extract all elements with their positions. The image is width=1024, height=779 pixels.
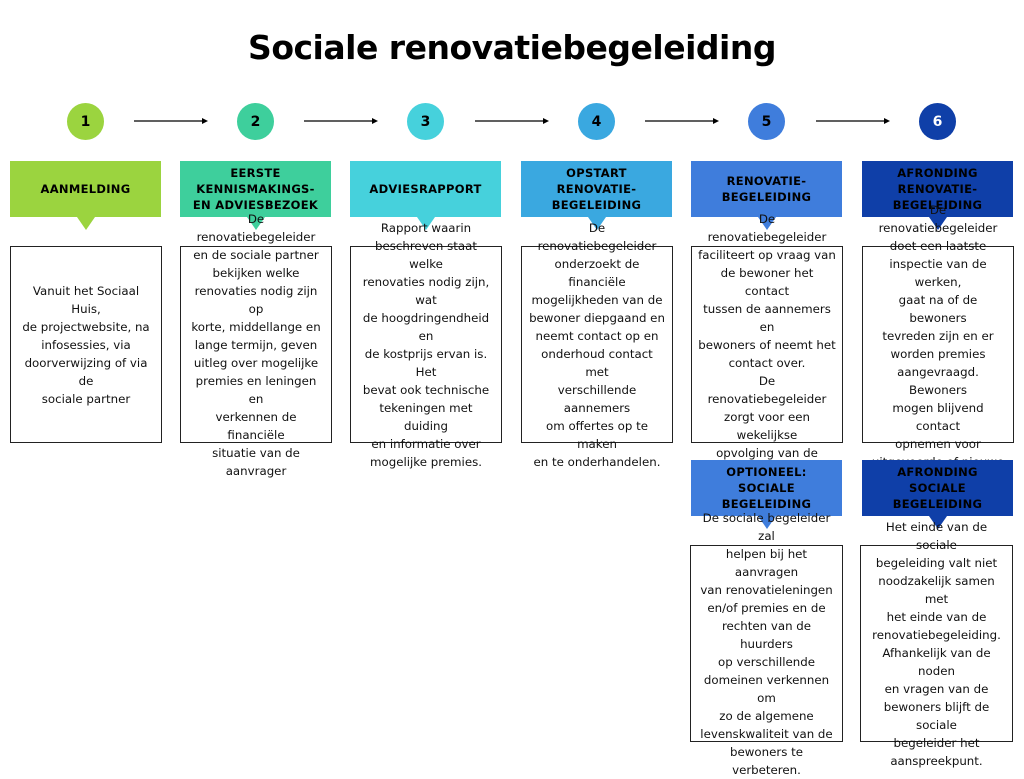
step-number-3: 3: [407, 103, 444, 140]
step-header-6: AFRONDING RENOVATIE- BEGELEIDING: [862, 161, 1013, 230]
step-header-1: AANMELDING: [10, 161, 161, 230]
step-description-2: De renovatiebegeleider en de sociale par…: [180, 212, 332, 478]
step-header-label: AANMELDING: [40, 182, 131, 196]
step-description-text: De renovatiebegeleider en de sociale par…: [191, 211, 321, 478]
optional-social-guidance-header: OPTIONEEL: SOCIALE BEGELEIDING: [691, 460, 842, 529]
step-number-4: 4: [578, 103, 615, 140]
extra-description-text: De sociale begeleider zal helpen bij het…: [700, 510, 833, 777]
step-description-text: De renovatiebegeleider doet een laatste …: [872, 202, 1004, 487]
step-header-2: EERSTE KENNISMAKINGS- EN ADVIESBEZOEK: [180, 161, 331, 230]
arrow-right-icon: [645, 118, 719, 124]
step-description-5: De renovatiebegeleider faciliteert op vr…: [691, 212, 843, 478]
step-header-label: RENOVATIE- BEGELEIDING: [721, 174, 812, 204]
step-header-label: OPSTART RENOVATIE- BEGELEIDING: [551, 166, 642, 212]
step-header-3: ADVIESRAPPORT: [350, 161, 501, 230]
step-description-4: De renovatiebegeleider onderzoekt de fin…: [521, 221, 673, 469]
step-description-text: De renovatiebegeleider faciliteert op vr…: [698, 211, 836, 478]
step-description-text: Rapport waarin beschreven staat welke re…: [362, 220, 490, 469]
step-description-text: Vanuit het Sociaal Huis, de projectwebsi…: [22, 283, 150, 406]
step-number-1: 1: [67, 103, 104, 140]
arrow-right-icon: [475, 118, 549, 124]
arrow-right-icon: [134, 118, 208, 124]
extra-description-text: Het einde van de sociale begeleiding val…: [872, 519, 1001, 768]
extra-header-label: AFRONDING SOCIALE BEGELEIDING: [892, 465, 983, 511]
closing-social-guidance-description: Het einde van de sociale begeleiding val…: [860, 520, 1013, 768]
closing-social-guidance-header: AFRONDING SOCIALE BEGELEIDING: [862, 460, 1013, 529]
page-title: Sociale renovatiebegeleiding: [248, 28, 776, 67]
step-number-2: 2: [237, 103, 274, 140]
step-header-label: EERSTE KENNISMAKINGS- EN ADVIESBEZOEK: [192, 166, 319, 212]
step-header-label: AFRONDING RENOVATIE- BEGELEIDING: [892, 166, 983, 212]
step-number-6: 6: [919, 103, 956, 140]
step-header-4: OPSTART RENOVATIE- BEGELEIDING: [521, 161, 672, 230]
step-description-3: Rapport waarin beschreven staat welke re…: [350, 221, 502, 469]
arrow-right-icon: [304, 118, 378, 124]
step-description-text: De renovatiebegeleider onderzoekt de fin…: [529, 220, 665, 469]
extra-header-label: OPTIONEEL: SOCIALE BEGELEIDING: [721, 465, 812, 511]
optional-social-guidance-description: De sociale begeleider zal helpen bij het…: [690, 511, 843, 777]
step-description-1: Vanuit het Sociaal Huis, de projectwebsi…: [10, 246, 162, 443]
arrow-right-icon: [816, 118, 890, 124]
step-description-6: De renovatiebegeleider doet een laatste …: [862, 203, 1014, 487]
step-number-5: 5: [748, 103, 785, 140]
step-header-5: RENOVATIE- BEGELEIDING: [691, 161, 842, 230]
step-header-label: ADVIESRAPPORT: [369, 182, 482, 196]
